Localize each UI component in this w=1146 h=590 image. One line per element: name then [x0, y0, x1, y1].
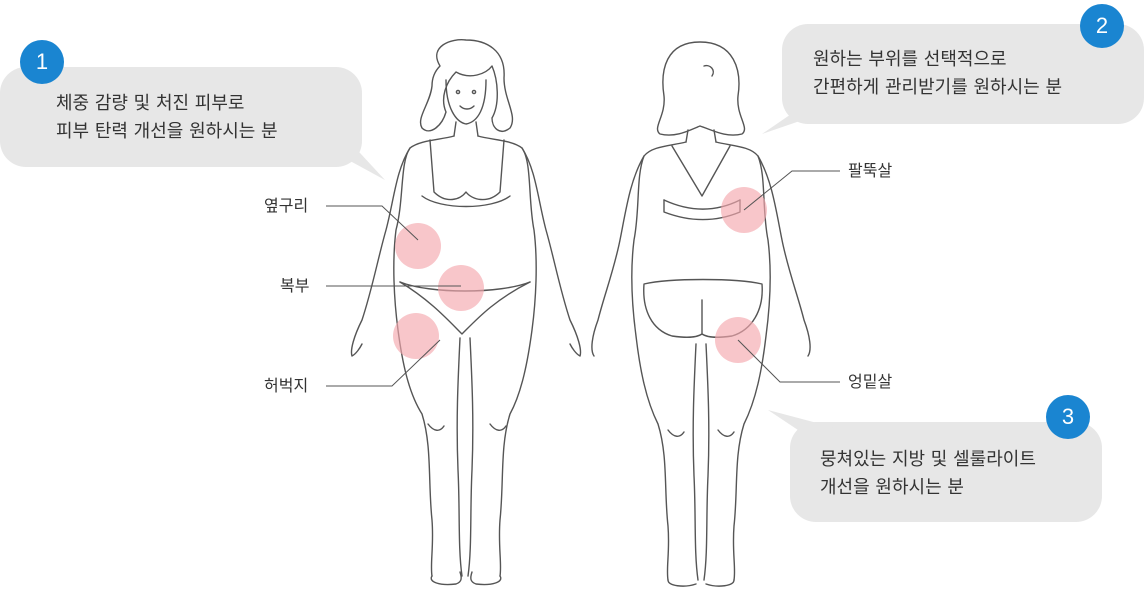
callout-2-line-2: 간편하게 관리받기를 원하시는 분 [813, 77, 1063, 98]
callout-bubble-3 [768, 410, 1102, 522]
callout-2-line-1: 원하는 부위를 선택적으로 [813, 49, 1007, 70]
callout-bubble-2 [762, 24, 1144, 134]
callout-bubble-1 [0, 67, 385, 180]
callout-3-line-1: 뭉쳐있는 지방 및 셀룰라이트 [820, 449, 1036, 470]
back-body-figure [591, 41, 811, 587]
thigh-spot [393, 313, 439, 359]
thigh-label: 허벅지 [264, 376, 309, 395]
upper-arm-leader-line [743, 170, 840, 211]
upper-arm-label: 팔뚝살 [848, 161, 893, 180]
flank-label: 옆구리 [264, 196, 309, 215]
callout-text-3: 뭉쳐있는 지방 및 셀룰라이트 개선을 원하시는 분 [820, 446, 1036, 502]
flank-leader-line [326, 205, 419, 241]
callout-3-line-2: 개선을 원하시는 분 [820, 477, 964, 498]
flank-spot [395, 223, 441, 269]
abdomen-label: 복부 [280, 276, 310, 295]
callout-badge-3: 3 [1046, 395, 1090, 439]
callout-badge-1: 1 [20, 40, 64, 84]
callout-text-2: 원하는 부위를 선택적으로 간편하게 관리받기를 원하시는 분 [813, 46, 1062, 102]
buttocks-leader-line [737, 339, 840, 383]
callout-badge-2: 2 [1080, 4, 1124, 48]
callout-text-1: 체중 감량 및 처진 피부로 피부 탄력 개선을 원하시는 분 [56, 90, 278, 146]
thigh-leader-line [326, 339, 441, 387]
callout-1-line-2: 피부 탄력 개선을 원하시는 분 [56, 121, 278, 142]
abdomen-spot [438, 265, 484, 311]
callout-1-line-1: 체중 감량 및 처진 피부로 [56, 93, 245, 114]
buttocks-label: 엉밑살 [848, 372, 893, 391]
leader-lines [326, 170, 840, 387]
front-body-figure [350, 39, 582, 586]
